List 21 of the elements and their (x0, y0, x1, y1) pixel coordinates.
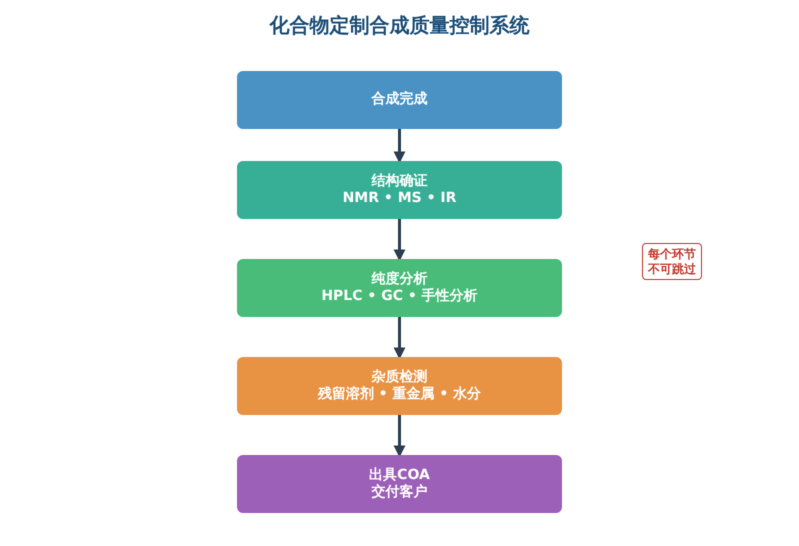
box-label: 杂质检测 (372, 368, 428, 386)
box-label: 结构确证 (372, 172, 428, 190)
box-label: 出具COA (369, 466, 430, 484)
box-label: HPLC • GC • 手性分析 (321, 288, 478, 306)
process-box (237, 259, 562, 317)
box-label: 残留溶剂 • 重金属 • 水分 (318, 386, 482, 404)
arrow (394, 317, 406, 360)
process-box (237, 455, 562, 513)
process-box (237, 71, 562, 129)
box-label: 交付客户 (372, 484, 428, 502)
box-label: 合成完成 (372, 91, 428, 109)
box-label: 每个环节不可跳过 (646, 246, 697, 276)
box-label: NMR • MS • IR (342, 190, 456, 208)
arrow (394, 219, 406, 262)
process-box (237, 161, 562, 219)
diagram-title: 化合物定制合成质量控制系统 (268, 12, 530, 39)
arrow (394, 129, 406, 164)
note-box (642, 243, 702, 280)
box-label: 纯度分析 (372, 270, 428, 288)
process-box (237, 357, 562, 415)
arrow (394, 415, 406, 458)
